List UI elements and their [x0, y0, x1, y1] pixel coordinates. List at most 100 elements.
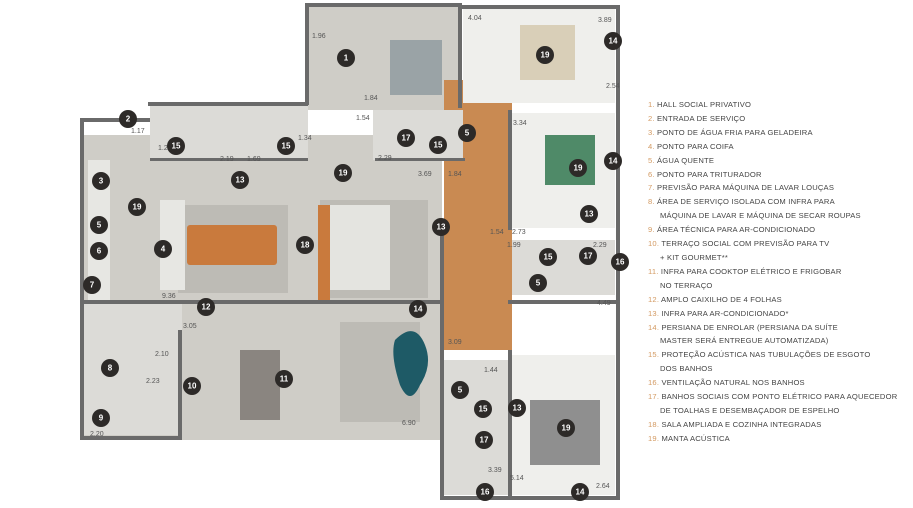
legend-item: DE TOALHAS E DESEMBAÇADOR DE ESPELHO	[648, 404, 910, 418]
dimension-label: 5.14	[510, 475, 524, 482]
legend-item: MÁQUINA DE LAVAR E MÁQUINA DE SECAR ROUP…	[648, 209, 910, 223]
legend-item: 12. AMPLO CAIXILHO DE 4 FOLHAS	[648, 293, 910, 307]
dimension-label: 1.99	[507, 242, 521, 249]
dimension-label: 3.05	[183, 323, 197, 330]
svg-text:4: 4	[161, 245, 166, 254]
sofa	[330, 205, 390, 290]
marker-7: 7	[83, 276, 101, 294]
legend-item: 16. VENTILAÇÃO NATURAL NOS BANHOS	[648, 376, 910, 390]
svg-text:14: 14	[414, 305, 423, 314]
terrace-seating	[393, 331, 429, 396]
legend-number: 11.	[648, 266, 661, 276]
dimension-label: 1.96	[312, 33, 326, 40]
dimension-label: 1.69	[247, 156, 261, 163]
sideboard	[318, 205, 330, 300]
legend-text: ÁGUA QUENTE	[657, 155, 715, 165]
legend-number: 10.	[648, 239, 662, 249]
dimension-label: 2.29	[593, 242, 607, 249]
legend-number: 2.	[648, 113, 658, 123]
marker-11: 11	[275, 370, 293, 388]
legend-text: PROTEÇÃO ACÚSTICA NAS TUBULAÇÕES DE ESGO…	[661, 350, 871, 360]
legend-number: 17.	[648, 392, 662, 402]
marker-17: 17	[475, 431, 493, 449]
legend-number: 14.	[648, 322, 662, 332]
dining-table	[187, 225, 277, 265]
svg-text:19: 19	[574, 164, 583, 173]
walls	[80, 3, 620, 500]
legend-item: 18. SALA AMPLIADA E COZINHA INTEGRADAS	[648, 418, 910, 432]
legend-item: NO TERRAÇO	[648, 279, 910, 293]
marker-9: 9	[92, 409, 110, 427]
dimension-label: 2.23	[146, 378, 160, 385]
legend-text: HALL SOCIAL PRIVATIVO	[657, 100, 752, 109]
svg-text:19: 19	[541, 51, 550, 60]
legend-item: 17. BANHOS SOCIAIS COM PONTO ELÉTRICO PA…	[648, 390, 910, 404]
legend-number: 7.	[648, 183, 658, 193]
legend-item: 5. ÁGUA QUENTE	[648, 154, 910, 168]
marker-12: 12	[197, 298, 215, 316]
svg-text:13: 13	[513, 404, 522, 413]
legend-text: VENTILAÇÃO NATURAL NOS BANHOS	[661, 378, 805, 388]
legend-number: 4.	[648, 141, 658, 151]
svg-text:1: 1	[344, 54, 349, 63]
legend-text: MASTER SERÁ ENTREGUE AUTOMATIZADA)	[660, 336, 829, 346]
legend-text: ÁREA DE SERVIÇO ISOLADA COM INFRA PARA	[657, 197, 835, 207]
marker-19: 19	[128, 198, 146, 216]
legend-number: 18.	[648, 419, 662, 429]
svg-text:15: 15	[544, 253, 553, 262]
legend-text: INFRA PARA COOKTOP ELÉTRICO E FRIGOBAR	[660, 266, 842, 276]
legend-text: TERRAÇO SOCIAL COM PREVISÃO PARA TV	[661, 239, 830, 249]
legend-text: ENTRADA DE SERVIÇO	[657, 113, 746, 123]
dimension-label: 3.09	[448, 339, 462, 346]
svg-text:15: 15	[282, 142, 291, 151]
svg-text:19: 19	[339, 169, 348, 178]
dimension-label: 1.54	[356, 115, 370, 122]
svg-text:13: 13	[236, 176, 245, 185]
svg-text:5: 5	[458, 386, 463, 395]
dimension-label: 9.36	[162, 293, 176, 300]
marker-15: 15	[167, 137, 185, 155]
marker-16: 16	[611, 253, 629, 271]
legend-text: MÁQUINA DE LAVAR E MÁQUINA DE SECAR ROUP…	[660, 211, 861, 221]
marker-5: 5	[90, 216, 108, 234]
dimension-label: 1.17	[131, 128, 145, 135]
svg-text:11: 11	[280, 375, 289, 384]
dimension-label: 2.29	[378, 155, 392, 162]
svg-text:13: 13	[585, 210, 594, 219]
svg-text:16: 16	[616, 258, 625, 267]
legend-number: 13.	[648, 308, 662, 318]
legend-text: AMPLO CAIXILHO DE 4 FOLHAS	[661, 294, 782, 304]
elevator	[390, 40, 442, 95]
legend-text: + KIT GOURMET**	[660, 252, 729, 262]
marker-13: 13	[508, 399, 526, 417]
legend-item: 4. PONTO PARA COIFA	[648, 140, 910, 154]
legend-item: 9. ÁREA TÉCNICA PARA AR-CONDICIONADO	[648, 223, 910, 237]
legend-item: MASTER SERÁ ENTREGUE AUTOMATIZADA)	[648, 334, 910, 348]
marker-15: 15	[429, 136, 447, 154]
legend-text: PONTO PARA COIFA	[657, 141, 734, 151]
marker-13: 13	[432, 218, 450, 236]
legend-text: PONTO PARA TRITURADOR	[657, 169, 762, 179]
dimension-label: 6.90	[402, 420, 416, 427]
svg-text:17: 17	[402, 134, 411, 143]
legend-item: 3. PONTO DE ÁGUA FRIA PARA GELADEIRA	[648, 126, 910, 140]
svg-text:12: 12	[202, 303, 211, 312]
legend-number: 3.	[648, 127, 658, 137]
marker-19: 19	[536, 46, 554, 64]
svg-text:15: 15	[434, 141, 443, 150]
marker-17: 17	[397, 129, 415, 147]
marker-15: 15	[539, 248, 557, 266]
legend-text: DOS BANHOS	[660, 364, 713, 374]
svg-text:19: 19	[562, 424, 571, 433]
svg-text:18: 18	[301, 241, 310, 250]
legend-text: DE TOALHAS E DESEMBAÇADOR DE ESPELHO	[660, 405, 840, 415]
svg-text:5: 5	[465, 129, 470, 138]
legend-text: NO TERRAÇO	[660, 280, 713, 290]
dimension-label: 3.69	[418, 171, 432, 178]
dimension-label: 1.34	[298, 135, 312, 142]
dimension-label: 2.73	[512, 229, 526, 236]
legend-text: SALA AMPLIADA E COZINHA INTEGRADAS	[661, 419, 822, 429]
